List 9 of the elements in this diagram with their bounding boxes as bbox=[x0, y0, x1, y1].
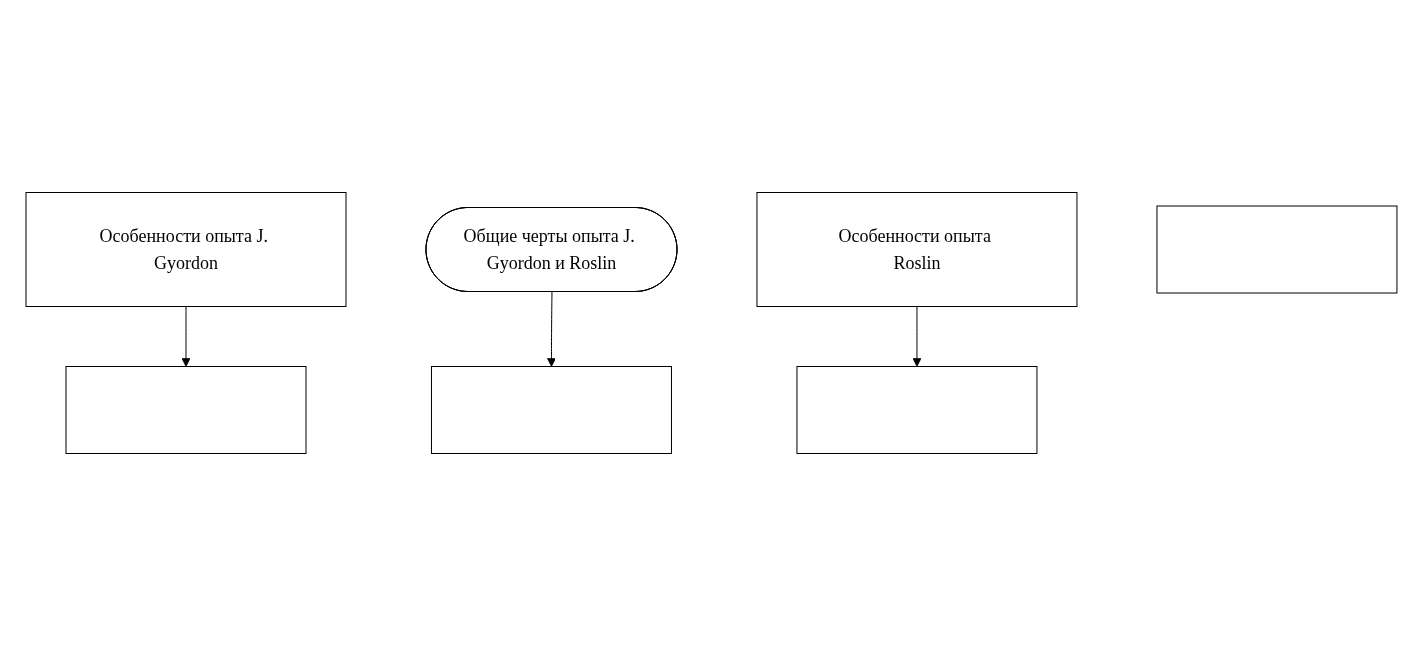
node-box bbox=[431, 366, 672, 454]
arrow bbox=[181, 306, 191, 367]
arrow bbox=[547, 291, 556, 367]
node-box: Особенности опыта J. Gyordon bbox=[25, 192, 347, 307]
node-box bbox=[65, 366, 307, 454]
node-box bbox=[796, 366, 1038, 454]
arrow bbox=[912, 306, 922, 367]
node-box bbox=[1156, 205, 1398, 294]
node-box: Особенности опыта Roslin bbox=[756, 192, 1078, 307]
